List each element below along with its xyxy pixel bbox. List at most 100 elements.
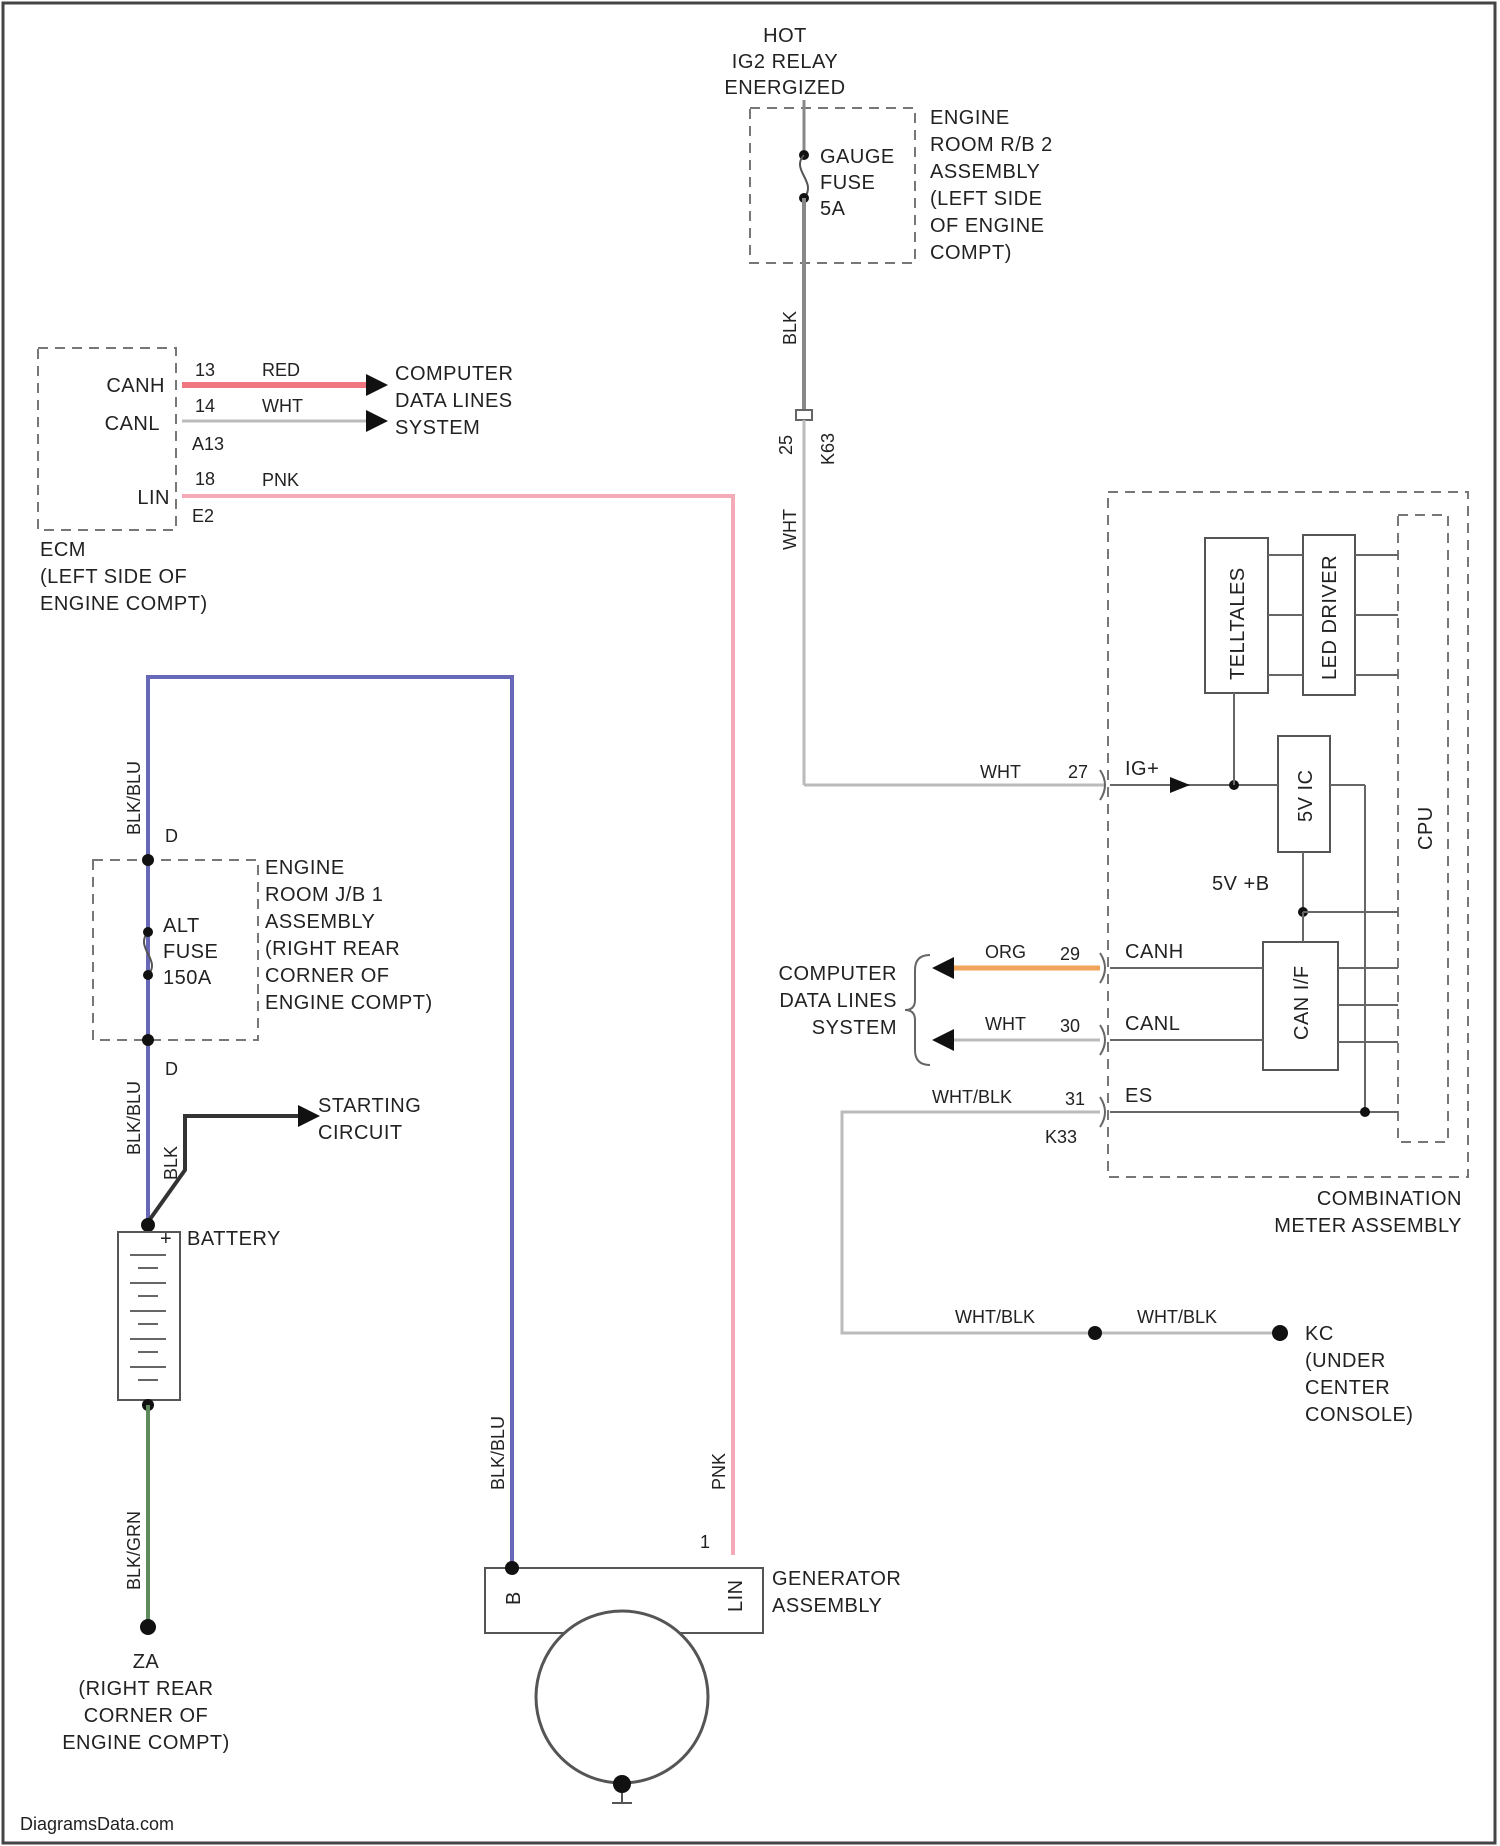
ground-kc-point [1272,1325,1288,1341]
gauge-fuse-label: GAUGE FUSE 5A [820,146,895,220]
k33-break-30 [1100,1025,1105,1055]
wht-ecm-label: WHT [262,396,303,416]
supply-line-3: ENERGIZED [724,77,845,99]
generator-lin-label: LIN [725,1579,747,1612]
rb2-line-5: OF ENGINE [930,215,1045,237]
meter-line-2: METER ASSEMBLY [1274,1215,1462,1237]
wht-30-label: WHT [985,1014,1026,1034]
whtblk-g1-label: WHT/BLK [955,1307,1035,1327]
meter-pin-canl-name: CANL [1125,1013,1180,1035]
watermark: DiagramsData.com [20,1814,174,1834]
starting-circuit-label: STARTING CIRCUIT [318,1095,421,1144]
kc-line-4: CONSOLE) [1305,1404,1413,1426]
meter-pin-30: 30 [1060,1016,1080,1036]
alt-fuse-label: ALT FUSE 150A [163,915,218,989]
led-driver-label: LED DRIVER [1319,555,1341,680]
jb1-line-2: ROOM J/B 1 [265,884,383,906]
cdl-left-line-2: DATA LINES [779,990,897,1012]
canl-arrow [366,410,388,432]
generator-b-terminal [505,1561,519,1575]
supply-line-2: IG2 RELAY [732,51,838,73]
org-canh-arrow [932,957,954,979]
rb2-line-6: COMPT) [930,242,1012,264]
telltales-label: TELLTALES [1227,567,1249,680]
blkgrn-label: BLK/GRN [124,1511,144,1590]
generator-body [536,1611,708,1783]
ecm-pin-14: 14 [195,396,215,416]
top-supply-label: HOT IG2 RELAY ENERGIZED [724,25,845,99]
ecm-connector-a13: A13 [192,434,224,454]
meter-pin-es-name: ES [1125,1085,1153,1107]
lin-pnk-wire [182,496,733,1555]
voltage-label: 5V +B [1212,873,1270,895]
engine-room-jb1-label: ENGINE ROOM J/B 1 ASSEMBLY (RIGHT REAR C… [265,857,433,1014]
meter-pin-29: 29 [1060,944,1080,964]
cdl-right-line-2: DATA LINES [395,390,513,412]
k33-break-31 [1100,1097,1105,1127]
jb1-pin-top: D [165,826,178,846]
jb1-terminal-bottom [142,1034,154,1046]
generator-line-2: ASSEMBLY [772,1595,882,1617]
k63-pin-label: 25 [776,435,796,455]
starting-arrow [298,1105,320,1127]
jb1-terminal-top [142,854,154,866]
battery-label: BATTERY [187,1228,281,1250]
ecm-pin-18: 18 [195,469,215,489]
k63-id-label: K63 [818,433,838,465]
blkblu-gen-label: BLK/BLU [488,1416,508,1490]
rb2-line-1: ENGINE [930,107,1010,129]
blkblu-upper-label: BLK/BLU [124,761,144,835]
cdl-left-line-3: SYSTEM [812,1017,897,1039]
canh-arrow [366,374,388,396]
generator-lin-pin: 1 [700,1532,710,1552]
jb1-line-6: ENGINE COMPT) [265,992,433,1014]
battery-positive-terminal [141,1218,155,1232]
za-line-2: (RIGHT REAR [78,1678,213,1700]
za-line-4: ENGINE COMPT) [62,1732,230,1754]
org-29-label: ORG [985,942,1026,962]
starting-line-2: CIRCUIT [318,1122,403,1144]
generator-ground-symbol [612,1793,632,1803]
meter-pin-canh-name: CANH [1125,941,1184,963]
es-junction [1360,1107,1370,1117]
meter-pin-27: 27 [1068,762,1088,782]
alt-fuse-line-3: 150A [163,967,212,989]
cdl-right-line-3: SYSTEM [395,417,480,439]
ecm-pin-13: 13 [195,360,215,380]
whtblk-31-label: WHT/BLK [932,1087,1012,1107]
ecm-pin-canh-name: CANH [106,375,165,397]
ecm-line-1: ECM [40,539,86,561]
ecm-line-3: ENGINE COMPT) [40,593,208,615]
generator-ground-point [613,1775,631,1793]
ecm-connector-e2: E2 [192,506,214,526]
jb1-line-3: ASSEMBLY [265,911,375,933]
k33-break-29 [1100,953,1105,983]
jb1-line-5: CORNER OF [265,965,390,987]
meter-pin-ig-name: IG+ [1125,758,1159,780]
meter-connector-k33: K33 [1045,1127,1077,1147]
ground-splice [1088,1326,1102,1340]
ecm-label: ECM (LEFT SIDE OF ENGINE COMPT) [40,539,208,615]
generator-b-label: B [503,1591,525,1605]
meter-pin-31: 31 [1065,1089,1085,1109]
battery-terminal-sign: + [160,1228,172,1250]
generator-label: GENERATOR ASSEMBLY [772,1568,901,1617]
connector-k63-symbol [796,410,812,420]
ig-plus-arrow [1170,777,1190,793]
alt-fuse-terminal-top [143,927,153,937]
computer-data-lines-left: COMPUTER DATA LINES SYSTEM [779,963,897,1039]
gauge-fuse-line-1: GAUGE [820,146,895,168]
jb1-line-1: ENGINE [265,857,345,879]
blk-starting-label: BLK [161,1146,181,1180]
ic-5v-label: 5V IC [1295,769,1317,822]
ground-za-point [140,1619,156,1635]
blk-top-label: BLK [780,311,800,345]
engine-room-rb2-label: ENGINE ROOM R/B 2 ASSEMBLY (LEFT SIDE OF… [930,107,1053,264]
meter-line-1: COMBINATION [1317,1188,1462,1210]
alt-fuse-line-2: FUSE [163,941,218,963]
alt-fuse-terminal-bottom [143,970,153,980]
pnk-ecm-label: PNK [262,470,299,490]
rb2-line-3: ASSEMBLY [930,161,1040,183]
whtblk-g2-label: WHT/BLK [1137,1307,1217,1327]
